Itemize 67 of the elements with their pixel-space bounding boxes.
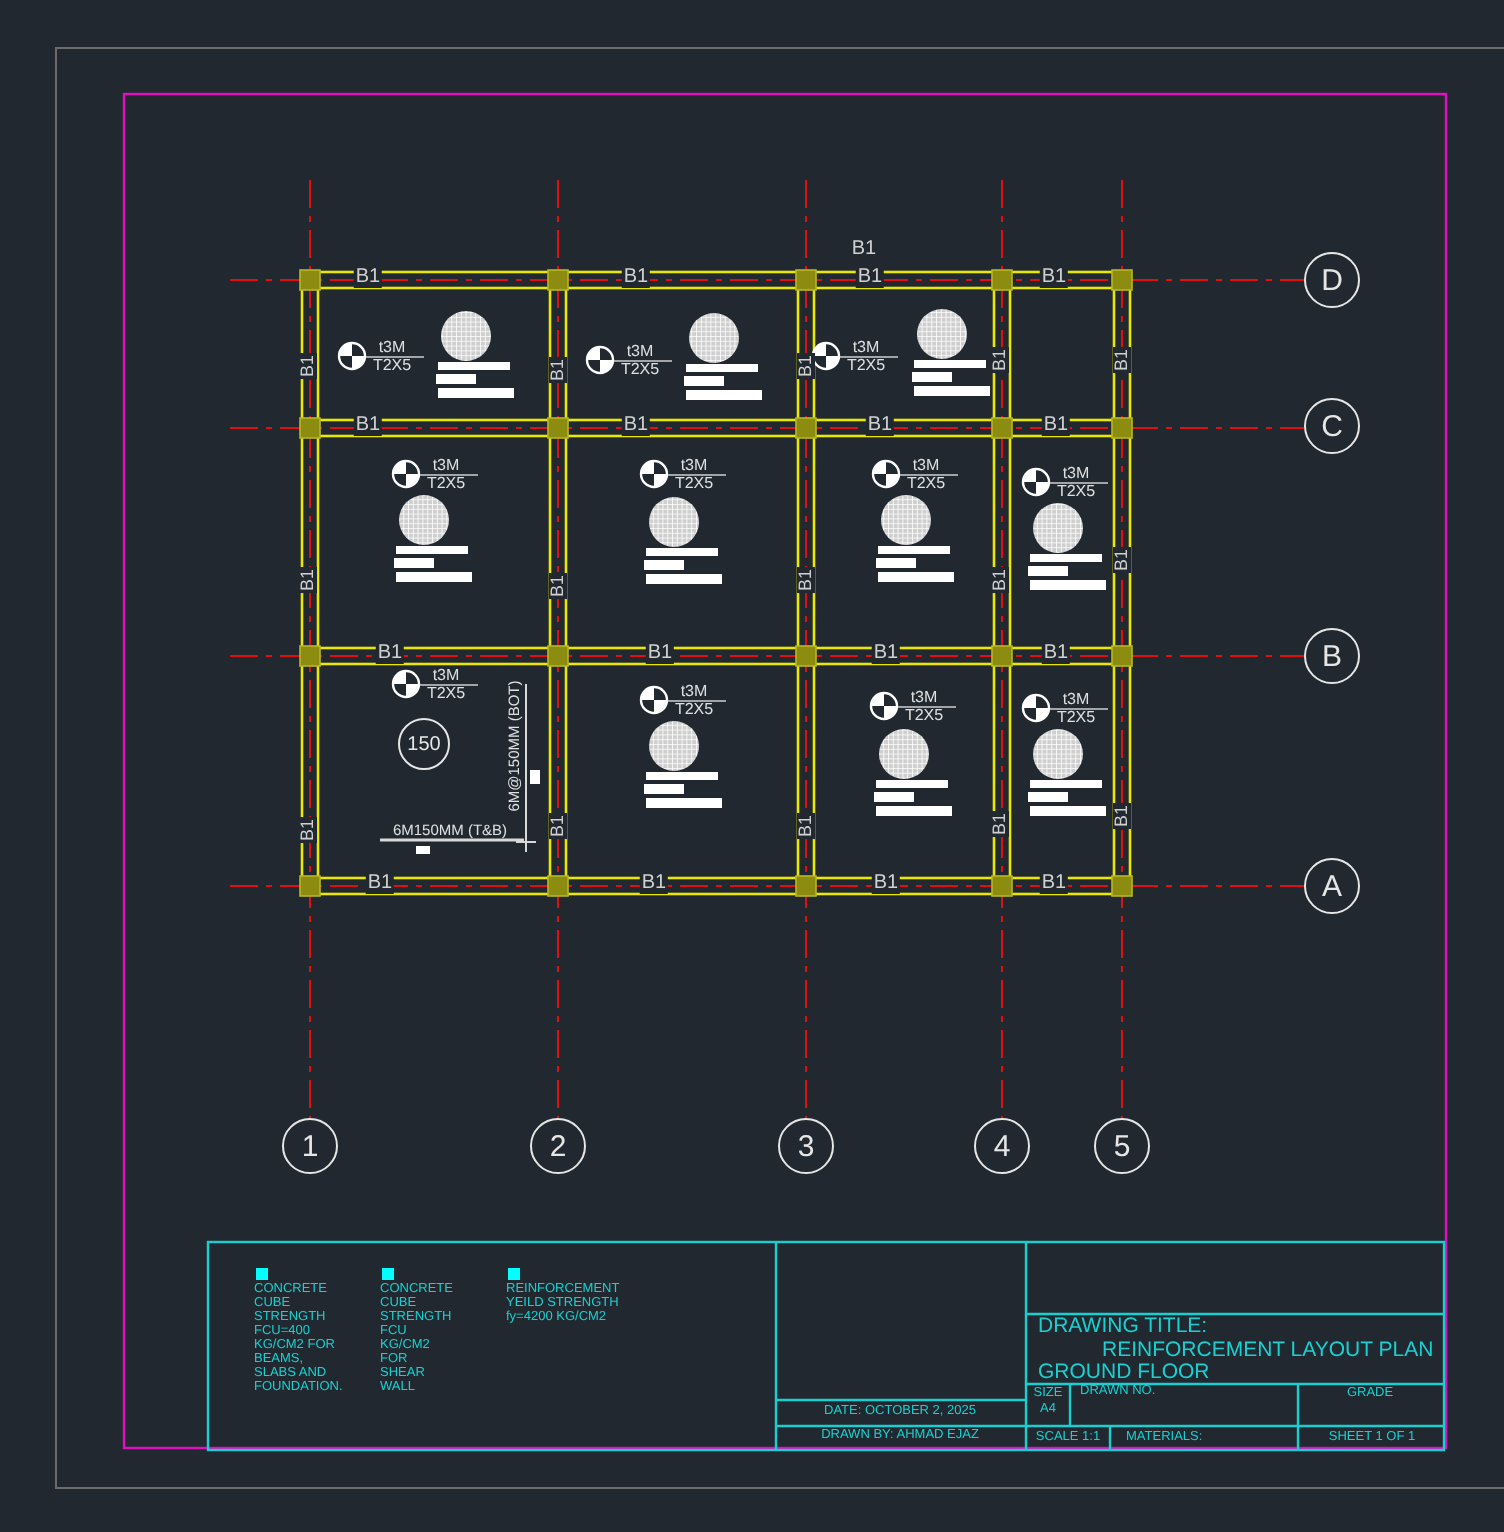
beam-label: B1	[1113, 347, 1131, 373]
rebar-label: T2X5	[846, 358, 886, 374]
rebar-label: T2X5	[674, 702, 714, 718]
rebar-label: T2X5	[620, 362, 660, 378]
beam-label: B1	[871, 644, 901, 664]
grid-bubble: B	[1304, 628, 1360, 684]
beam-label: B1	[1041, 644, 1071, 664]
beam-label: B1	[1113, 803, 1131, 829]
beam-label: B1	[1041, 416, 1071, 436]
beam-label: B1	[299, 567, 317, 593]
beam-label: B1	[1113, 547, 1131, 573]
beam-label: B1	[645, 644, 675, 664]
beam-label: B1	[549, 573, 567, 599]
rebar-label: t3M	[912, 458, 940, 474]
beam-label: B1	[365, 874, 395, 894]
rebar-label: T2X5	[426, 476, 466, 492]
grid-bubble: C	[1304, 398, 1360, 454]
beam-label: B1	[621, 416, 651, 436]
beam-label: B1	[855, 268, 885, 288]
rebar-label: t3M	[1062, 692, 1090, 708]
grid-bubble: 5	[1094, 1118, 1150, 1174]
rebar-label: T2X5	[906, 476, 946, 492]
beam-label: B1	[991, 567, 1009, 593]
rebar-label: t3M	[680, 458, 708, 474]
rebar-label: t3M	[910, 690, 938, 706]
beam-label: B1	[299, 353, 317, 379]
rebar-label: t3M	[852, 340, 880, 356]
beam-label: B1	[797, 353, 815, 379]
beam-label: B1	[797, 813, 815, 839]
title-text: REINFORCEMENT LAYOUT PLAN	[1102, 1340, 1434, 1361]
rebar-label: T2X5	[426, 686, 466, 702]
slab-thickness-bubble: 150	[398, 718, 450, 770]
beam-label: B1	[549, 813, 567, 839]
beam-label: B1	[375, 644, 405, 664]
beam-label: B1	[621, 268, 651, 288]
grid-bubble: 3	[778, 1118, 834, 1174]
beam-label: B1	[639, 874, 669, 894]
grid-bubble: 2	[530, 1118, 586, 1174]
beam-label: B1	[991, 347, 1009, 373]
grid-bubble: 4	[974, 1118, 1030, 1174]
beam-label: B1	[549, 357, 567, 383]
rebar-label: t3M	[432, 458, 460, 474]
grid-bubble: 1	[282, 1118, 338, 1174]
title-text: GROUND FLOOR	[1038, 1362, 1210, 1383]
beam-label: B1	[871, 874, 901, 894]
rebar-label: t3M	[378, 340, 406, 356]
beam-label: B1	[299, 817, 317, 843]
rebar-label: t3M	[680, 684, 708, 700]
beam-label: B1	[353, 268, 383, 288]
beam-label: B1	[991, 811, 1009, 837]
beam-label: B1	[849, 240, 879, 260]
beam-label: B1	[1039, 268, 1069, 288]
rebar-label: T2X5	[904, 708, 944, 724]
beam-label: B1	[865, 416, 895, 436]
rebar-label: T2X5	[1056, 710, 1096, 726]
rebar-label: T2X5	[372, 358, 412, 374]
title-text: DRAWING TITLE:	[1038, 1316, 1208, 1337]
beam-label: B1	[1039, 874, 1069, 894]
grid-bubble: A	[1304, 858, 1360, 914]
grid-bubble: D	[1304, 252, 1360, 308]
beam-label: B1	[797, 567, 815, 593]
beam-label: B1	[353, 416, 383, 436]
rebar-label: t3M	[432, 668, 460, 684]
rebar-label: T2X5	[674, 476, 714, 492]
rebar-label: t3M	[1062, 466, 1090, 482]
rebar-label: T2X5	[1056, 484, 1096, 500]
rebar-label: t3M	[626, 344, 654, 360]
